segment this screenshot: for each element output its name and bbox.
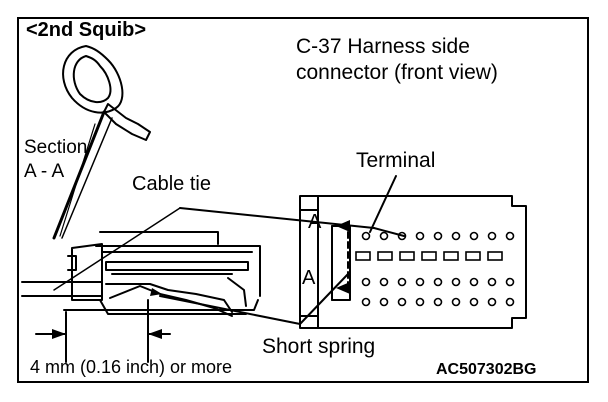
figure-frame [17,17,589,383]
section-label-line2: A - A [24,161,65,182]
figure-code: AC507302BG [436,361,537,378]
section-marker-top: A [308,211,322,233]
cable-tie-illustration [52,45,151,240]
measurement-label: 4 mm (0.16 inch) or more [30,357,233,377]
terminal-pin-holes [355,231,515,307]
connector-caption-line2: connector (front view) [296,61,498,84]
short-spring-label: Short spring [262,335,376,358]
connector-front-view [299,195,527,329]
section-label-line1: Section [24,137,88,158]
squib-title: <2nd Squib> [26,19,147,41]
connector-section-view [21,231,261,317]
section-marker-bottom: A [302,267,316,289]
cable-tie-label: Cable tie [132,173,211,195]
terminal-label: Terminal [356,149,436,172]
short-spring-leader [159,273,349,325]
connector-caption-line1: C-37 Harness side [296,35,470,58]
terminal-leader [369,175,397,233]
